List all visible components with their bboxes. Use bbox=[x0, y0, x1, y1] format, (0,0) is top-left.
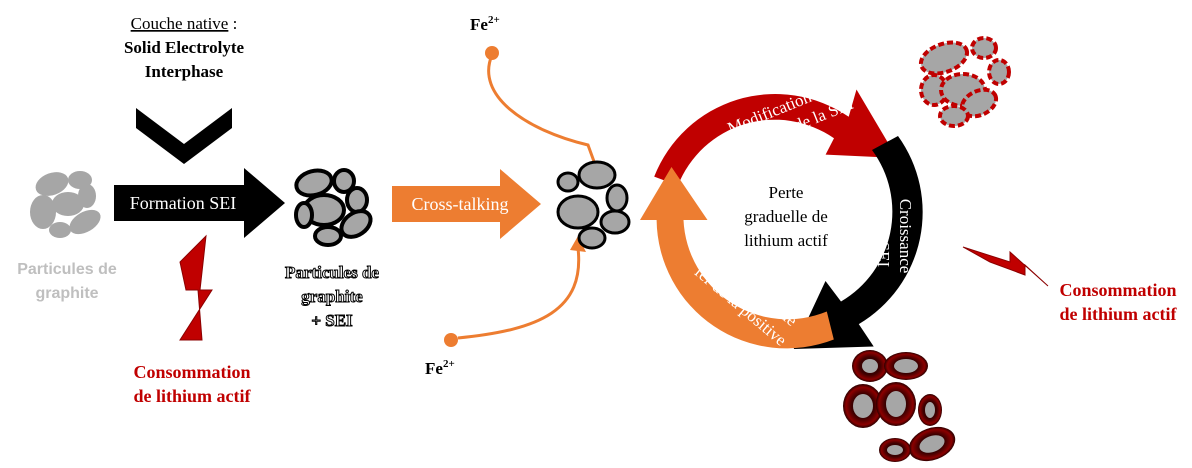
formation-sei-arrow bbox=[114, 168, 285, 238]
native-layer-colon: : bbox=[228, 14, 237, 33]
consumption-right-line2: de lithium actif bbox=[1060, 304, 1178, 324]
chevron-down-icon bbox=[136, 108, 232, 164]
thick-sei-particles-icon bbox=[843, 350, 956, 462]
consumption-left-line1: Consommation bbox=[133, 362, 250, 382]
cycle-black-segment bbox=[793, 136, 923, 349]
dashed-sei-particles-icon bbox=[918, 36, 1011, 128]
consumption-right-line1: Consommation bbox=[1059, 280, 1176, 300]
graphite-label-line2: graphite bbox=[35, 285, 98, 302]
native-layer-title-line: Couche native : bbox=[131, 14, 238, 33]
consumption-right-label: Consommation de lithium actif bbox=[1059, 280, 1177, 324]
cycle-center-line3: lithium actif bbox=[744, 231, 828, 250]
graphite-sei-particles-icon bbox=[294, 168, 373, 247]
cycle-orange-segment bbox=[640, 167, 834, 349]
fe-bottom-sup: 2+ bbox=[443, 358, 455, 370]
graphite-sei-line3: + SEI bbox=[311, 311, 353, 330]
fe-bottom-dot bbox=[444, 333, 458, 347]
fe-bottom-path bbox=[457, 247, 581, 340]
fe-top-base: Fe bbox=[470, 15, 488, 34]
native-layer-label: Couche native : Solid Electrolyte Interp… bbox=[124, 14, 245, 81]
fe-top-dot bbox=[485, 46, 499, 60]
fe-bottom-label: Fe2+ bbox=[425, 358, 455, 378]
consumption-left-line2: de lithium actif bbox=[134, 386, 252, 406]
fe-top-label: Fe2+ bbox=[470, 14, 500, 34]
black-segment-label: Croissance de la SEI bbox=[874, 199, 915, 274]
lightning-bolt-left-icon bbox=[179, 234, 213, 341]
formation-sei-label: Formation SEI bbox=[130, 193, 237, 213]
graphite-cluster-icon bbox=[556, 160, 631, 250]
cycle-red-segment bbox=[654, 89, 897, 186]
graphite-sei-line1: Particules de bbox=[285, 263, 379, 282]
cycle-center-line2: graduelle de bbox=[744, 207, 828, 226]
fe-bottom-base: Fe bbox=[425, 359, 443, 378]
lightning-bolt-right-icon bbox=[962, 246, 1049, 287]
cross-talking-label: Cross-talking bbox=[412, 194, 509, 214]
cycle-center-line1: Perte bbox=[769, 183, 804, 202]
graphite-particles-icon bbox=[30, 171, 101, 238]
consumption-left-label: Consommation de lithium actif bbox=[133, 362, 251, 406]
native-layer-line1: Solid Electrolyte bbox=[124, 38, 245, 57]
graphite-label: Particules de graphite bbox=[17, 261, 117, 302]
graphite-label-line1: Particules de bbox=[17, 261, 117, 278]
graphite-sei-label: Particules de graphite + SEI bbox=[285, 263, 380, 331]
cross-talking-arrow bbox=[392, 169, 541, 239]
fe-top-sup: 2+ bbox=[488, 14, 500, 26]
native-layer-title: Couche native bbox=[131, 14, 229, 33]
fe-top-path bbox=[487, 54, 602, 179]
fe-bottom-arrowhead bbox=[570, 236, 586, 252]
cycle-center-label: Perte graduelle de lithium actif bbox=[744, 183, 828, 250]
black-segment-line2: de la SEI bbox=[874, 205, 893, 268]
native-layer-line2: Interphase bbox=[145, 62, 224, 81]
graphite-sei-line2: graphite bbox=[301, 287, 363, 306]
black-segment-line1: Croissance bbox=[896, 199, 915, 274]
